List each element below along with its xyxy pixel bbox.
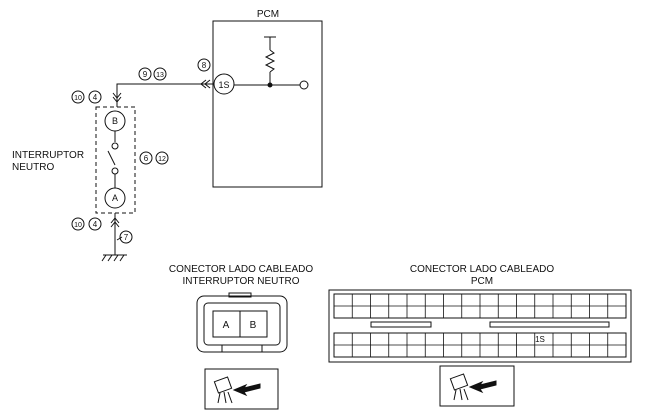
callout-4-bottom: 4 (93, 220, 98, 229)
resistor-symbol (264, 49, 276, 73)
pcm-title: PCM (257, 9, 279, 20)
switch-connector-pin-a: A (223, 320, 230, 331)
signal-wire (116, 83, 214, 107)
view-direction-box-left (204, 368, 279, 410)
switch-pin-b-label: B (112, 116, 118, 126)
switch-pin-a-circle (104, 187, 126, 209)
switch-connector-pin-b: B (250, 320, 257, 331)
callout-13: 13 (156, 72, 164, 79)
view-direction-box-right (439, 365, 515, 407)
pcm-connector-title-line1: CONECTOR LADO CABLEADO (410, 264, 555, 275)
connector-view-arrow-icon (449, 373, 497, 401)
pcm-pin-1s-label: 1S (218, 80, 229, 90)
callout-8: 8 (202, 61, 207, 70)
pcm-connector-outer (328, 289, 632, 363)
callout-4-top: 4 (93, 93, 98, 102)
callout-10-bottom: 10 (74, 222, 82, 229)
switch-pin-a-label: A (112, 193, 118, 203)
switch-connector-title-line1: CONECTOR LADO CABLEADO (169, 264, 314, 275)
switch-connector-outer (196, 295, 288, 353)
callout-9: 9 (143, 70, 148, 79)
switch-title-line1: INTERRUPTOR (12, 150, 84, 161)
pcm-box (212, 20, 323, 188)
terminal-circle (299, 80, 309, 90)
callout-6: 6 (144, 154, 149, 163)
callout-7: 7 (124, 233, 129, 242)
junction-dot (267, 82, 273, 88)
pcm-connector-title-line2: PCM (471, 276, 493, 287)
pcm-connector-pin-1s: 1S (535, 335, 545, 344)
switch-contact (107, 150, 116, 166)
switch-connector-title-line2: INTERRUPTOR NEUTRO (182, 276, 299, 287)
callout-10-top: 10 (74, 95, 82, 102)
callout-12: 12 (158, 156, 166, 163)
switch-title-line2: NEUTRO (12, 162, 54, 173)
connector-view-arrow-icon (213, 376, 261, 404)
